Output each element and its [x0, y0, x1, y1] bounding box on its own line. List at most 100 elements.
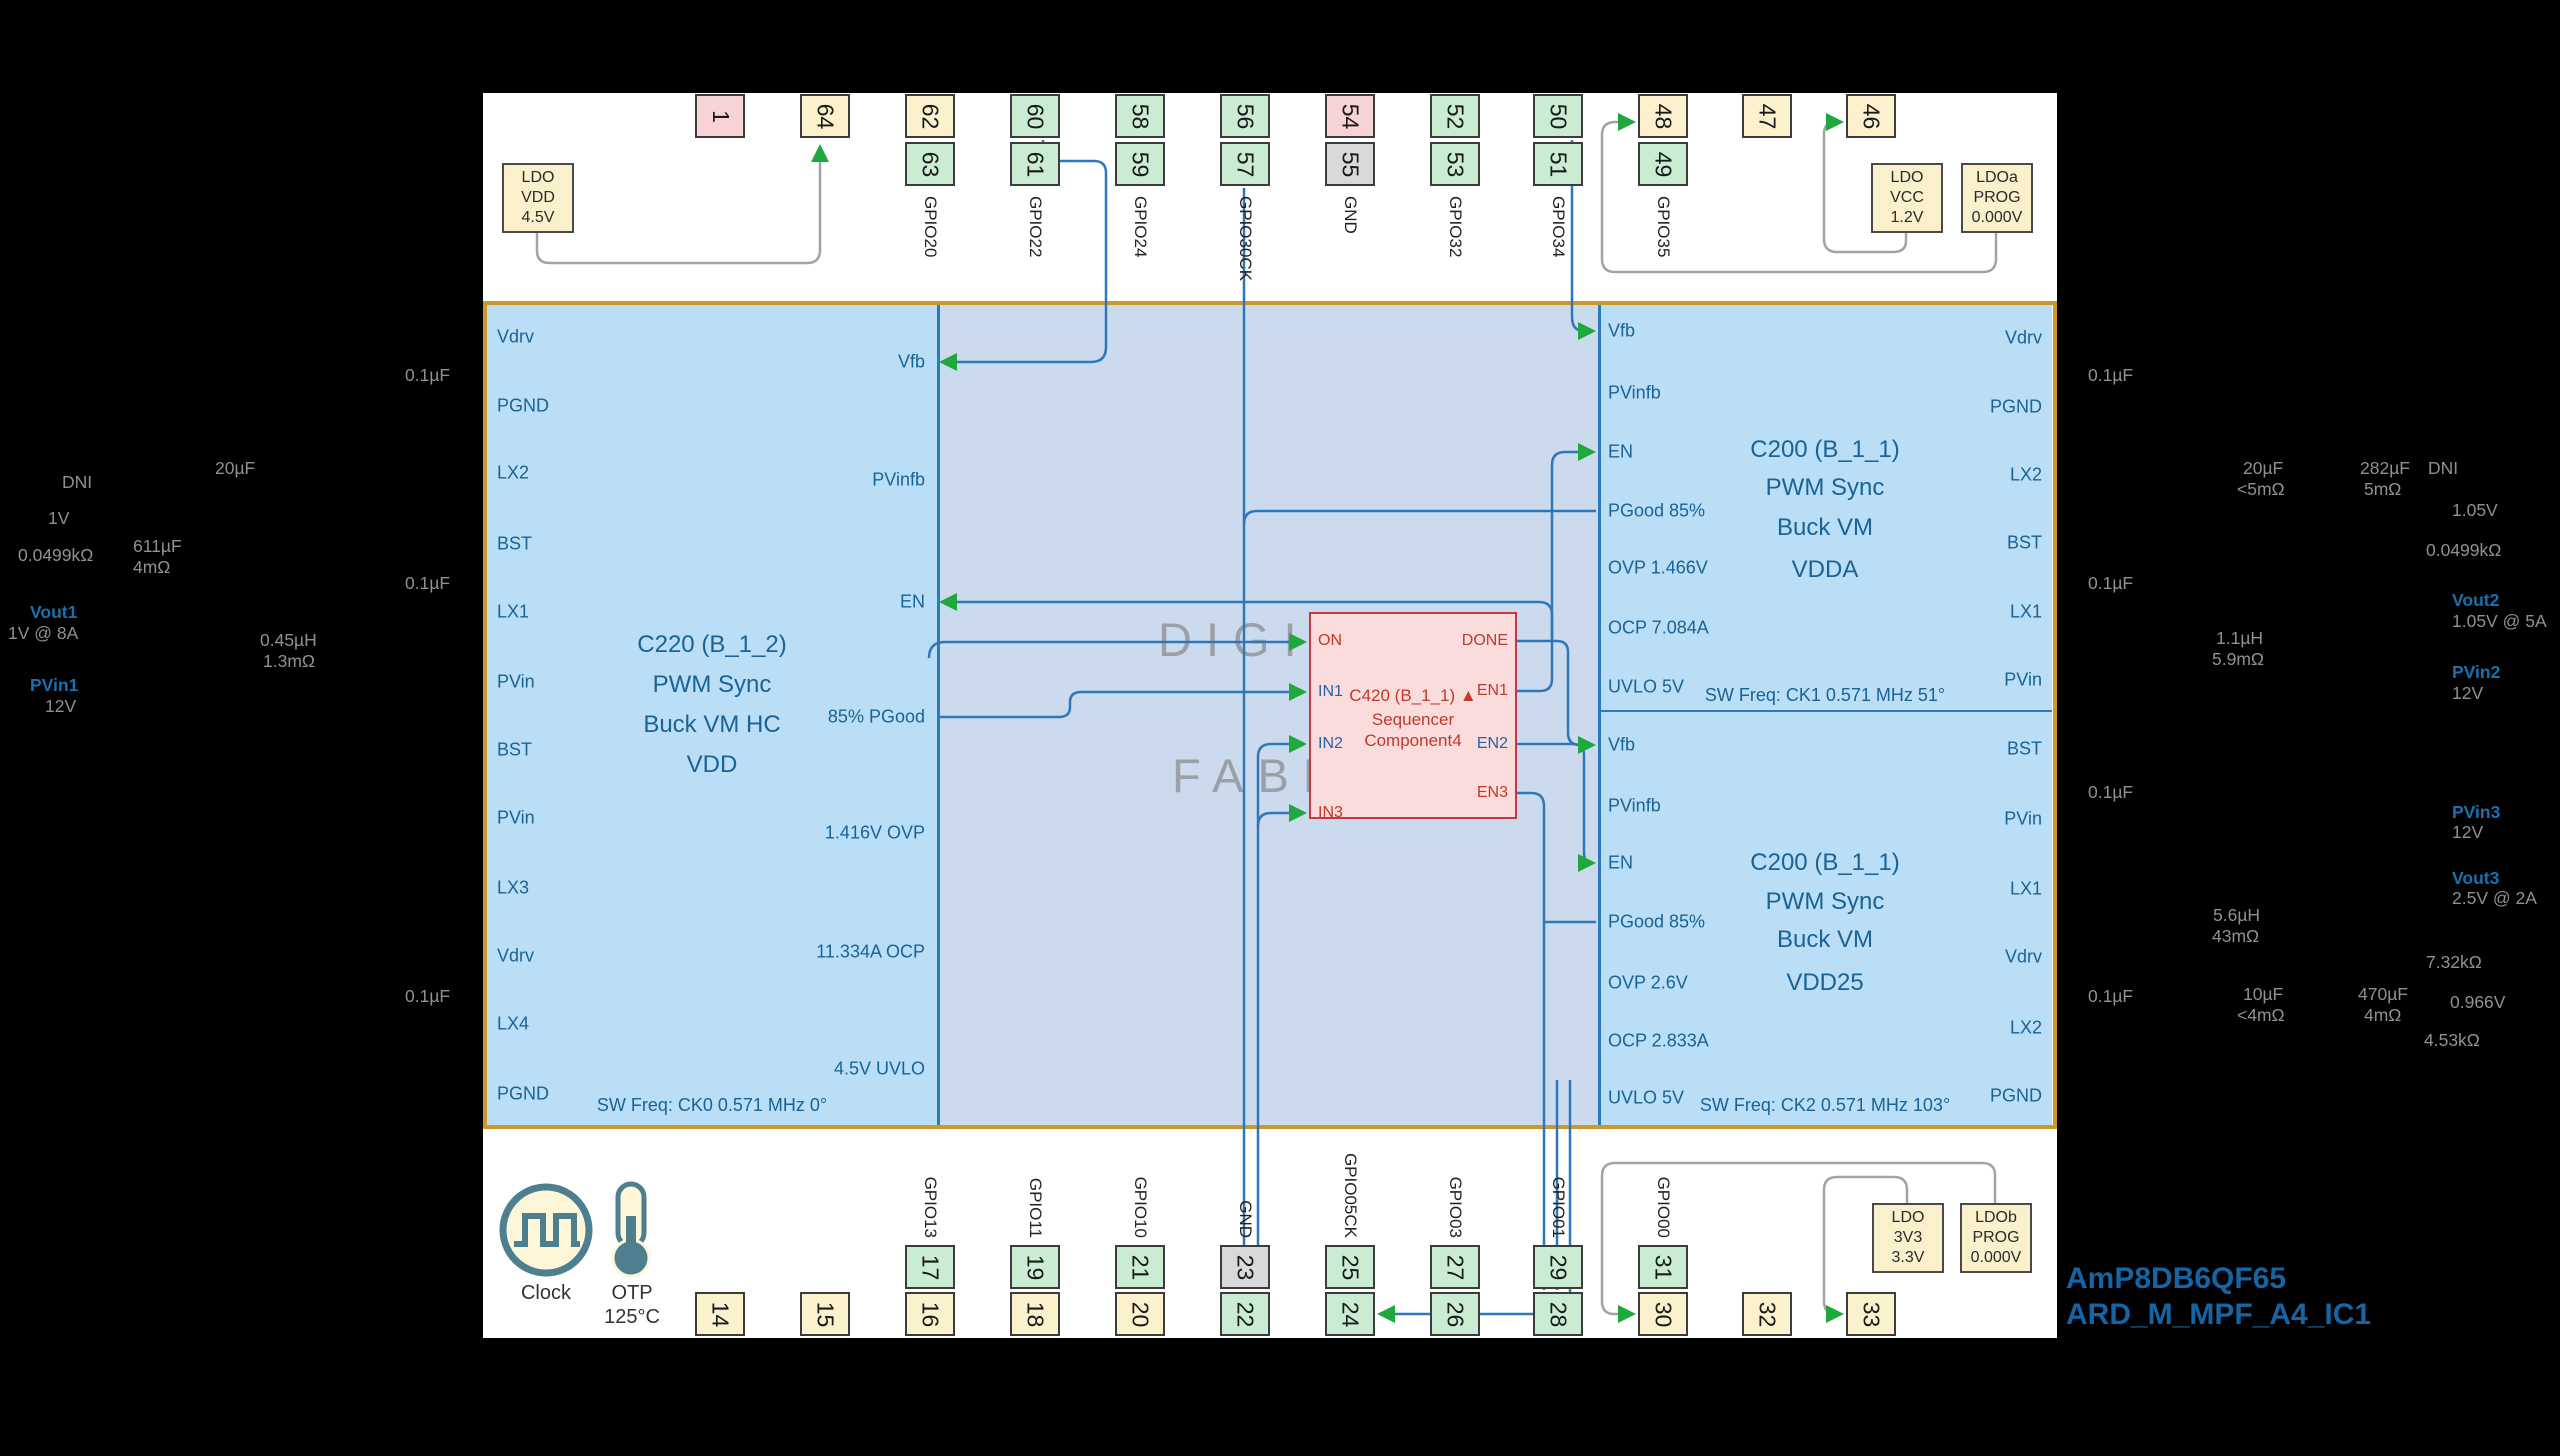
pin-1[interactable]: 1 — [695, 94, 745, 138]
block-pin-lx1: LX1 — [497, 601, 530, 622]
pin-49[interactable]: 49 — [1638, 142, 1688, 186]
block-pin-lx2: LX2 — [2009, 464, 2042, 485]
pin-33[interactable]: 33 — [1846, 1292, 1896, 1336]
pin-15[interactable]: 15 — [800, 1292, 850, 1336]
pin-48[interactable]: 48 — [1638, 94, 1688, 138]
pin-30[interactable]: 30 — [1638, 1292, 1688, 1336]
pin-22[interactable]: 22 — [1220, 1292, 1270, 1336]
block-pin-pvin: PVin — [2004, 669, 2042, 690]
package-border-top — [483, 301, 2057, 305]
pin-47[interactable]: 47 — [1742, 94, 1792, 138]
pin-number: 32 — [1754, 1301, 1781, 1327]
pin-label-GPIO20: GPIO20 — [921, 196, 940, 258]
pin-number: 14 — [707, 1301, 734, 1327]
pin-number: 54 — [1337, 103, 1364, 129]
pin-16[interactable]: 16 — [905, 1292, 955, 1336]
pin-number: 33 — [1858, 1301, 1885, 1327]
pin-label-GPIO11: GPIO11 — [1026, 1177, 1045, 1238]
pin-17[interactable]: 17 — [905, 1245, 955, 1289]
pin-21[interactable]: 21 — [1115, 1245, 1165, 1289]
external-label-1-05v-5a: 1.05V @ 5A — [2452, 611, 2547, 631]
pin-53[interactable]: 53 — [1430, 142, 1480, 186]
regulator-block-vdd[interactable] — [487, 305, 940, 1125]
pin-28[interactable]: 28 — [1533, 1292, 1583, 1336]
pin-number: 57 — [1232, 151, 1259, 177]
pin-label-GPIO34: GPIO34 — [1549, 196, 1568, 258]
pin-number: 22 — [1232, 1301, 1259, 1327]
pin-14[interactable]: 14 — [695, 1292, 745, 1336]
regulator-block-vdd25[interactable] — [1598, 712, 2052, 1125]
block-title-line: VDDA — [1791, 556, 1859, 583]
pin-label-GPIO13: GPIO13 — [921, 1176, 940, 1238]
pin-51[interactable]: 51 — [1533, 142, 1583, 186]
pin-number: 52 — [1442, 103, 1469, 129]
pin-26[interactable]: 26 — [1430, 1292, 1480, 1336]
block-param-4-5v-uvlo: 4.5V UVLO — [833, 1058, 925, 1079]
otp-thermometer-icon[interactable] — [600, 1180, 664, 1282]
sequencer-port-en1: EN1 — [1476, 682, 1508, 699]
pin-29[interactable]: 29 — [1533, 1245, 1583, 1289]
pin-57[interactable]: 57 — [1220, 142, 1270, 186]
pin-20[interactable]: 20 — [1115, 1292, 1165, 1336]
pin-19[interactable]: 19 — [1010, 1245, 1060, 1289]
pin-number: 64 — [812, 103, 839, 129]
pin-23[interactable]: 23 — [1220, 1245, 1270, 1289]
block-title-line: PWM Sync — [652, 671, 772, 698]
block-title-line: C220 (B_1_2) — [637, 631, 787, 658]
external-label-0-0499k-: 0.0499kΩ — [2426, 540, 2502, 560]
pin-56[interactable]: 56 — [1220, 94, 1270, 138]
pin-27[interactable]: 27 — [1430, 1245, 1480, 1289]
external-label-1-3m-: 1.3mΩ — [263, 651, 315, 671]
external-label-5-9m-: 5.9mΩ — [2212, 649, 2264, 669]
clock-icon[interactable] — [492, 1178, 600, 1286]
pin-61[interactable]: 61 — [1010, 142, 1060, 186]
pin-number: 17 — [917, 1254, 944, 1280]
pin-number: 59 — [1127, 151, 1154, 177]
pin-52[interactable]: 52 — [1430, 94, 1480, 138]
pin-54[interactable]: 54 — [1325, 94, 1375, 138]
block-pin-pvin: PVin — [497, 671, 535, 692]
ldo-vcc-line: 1.2V — [1890, 209, 1924, 226]
external-label-4m-: 4mΩ — [133, 557, 171, 577]
pin-number: 50 — [1545, 103, 1572, 129]
pin-50[interactable]: 50 — [1533, 94, 1583, 138]
pin-58[interactable]: 58 — [1115, 94, 1165, 138]
pin-46[interactable]: 46 — [1846, 94, 1896, 138]
external-label-4-53k-: 4.53kΩ — [2424, 1030, 2480, 1050]
block-title-line: C200 (B_1_1) — [1750, 849, 1900, 876]
pin-number: 56 — [1232, 103, 1259, 129]
block-param-en: EN — [899, 591, 925, 612]
block-param-vfb: Vfb — [1608, 734, 1636, 755]
pin-18[interactable]: 18 — [1010, 1292, 1060, 1336]
external-label-0-1-f: 0.1µF — [405, 986, 451, 1006]
pin-64[interactable]: 64 — [800, 94, 850, 138]
external-label-12v: 12V — [45, 696, 77, 716]
external-label-0-966v: 0.966V — [2450, 992, 2506, 1012]
sequencer-title: C420 (B_1_1) ▲ — [1349, 686, 1477, 705]
pin-62[interactable]: 62 — [905, 94, 955, 138]
pin-number: 27 — [1442, 1254, 1469, 1280]
block-param-pvinfb: PVinfb — [872, 469, 925, 490]
sequencer-port-en2: EN2 — [1476, 735, 1508, 752]
pin-60[interactable]: 60 — [1010, 94, 1060, 138]
ldob-prog-line: LDOb — [1975, 1209, 2017, 1226]
pin-25[interactable]: 25 — [1325, 1245, 1375, 1289]
block-title-line: C200 (B_1_1) — [1750, 436, 1900, 463]
pin-32[interactable]: 32 — [1742, 1292, 1792, 1336]
part-number: AmP8DB6QF65 — [2066, 1262, 2287, 1295]
pin-31[interactable]: 31 — [1638, 1245, 1688, 1289]
regulator-block-vdda[interactable] — [1598, 305, 2052, 712]
pin-63[interactable]: 63 — [905, 142, 955, 186]
block-pin-pgnd: PGND — [1989, 396, 2042, 417]
sequencer-block[interactable]: C420 (B_1_1) ▲ Sequencer Component4 — [1309, 612, 1517, 819]
external-label-1-05v: 1.05V — [2452, 500, 2498, 520]
pin-59[interactable]: 59 — [1115, 142, 1165, 186]
pin-55[interactable]: 55 — [1325, 142, 1375, 186]
block-param-85-pgood: 85% PGood — [827, 706, 925, 727]
pin-24[interactable]: 24 — [1325, 1292, 1375, 1336]
